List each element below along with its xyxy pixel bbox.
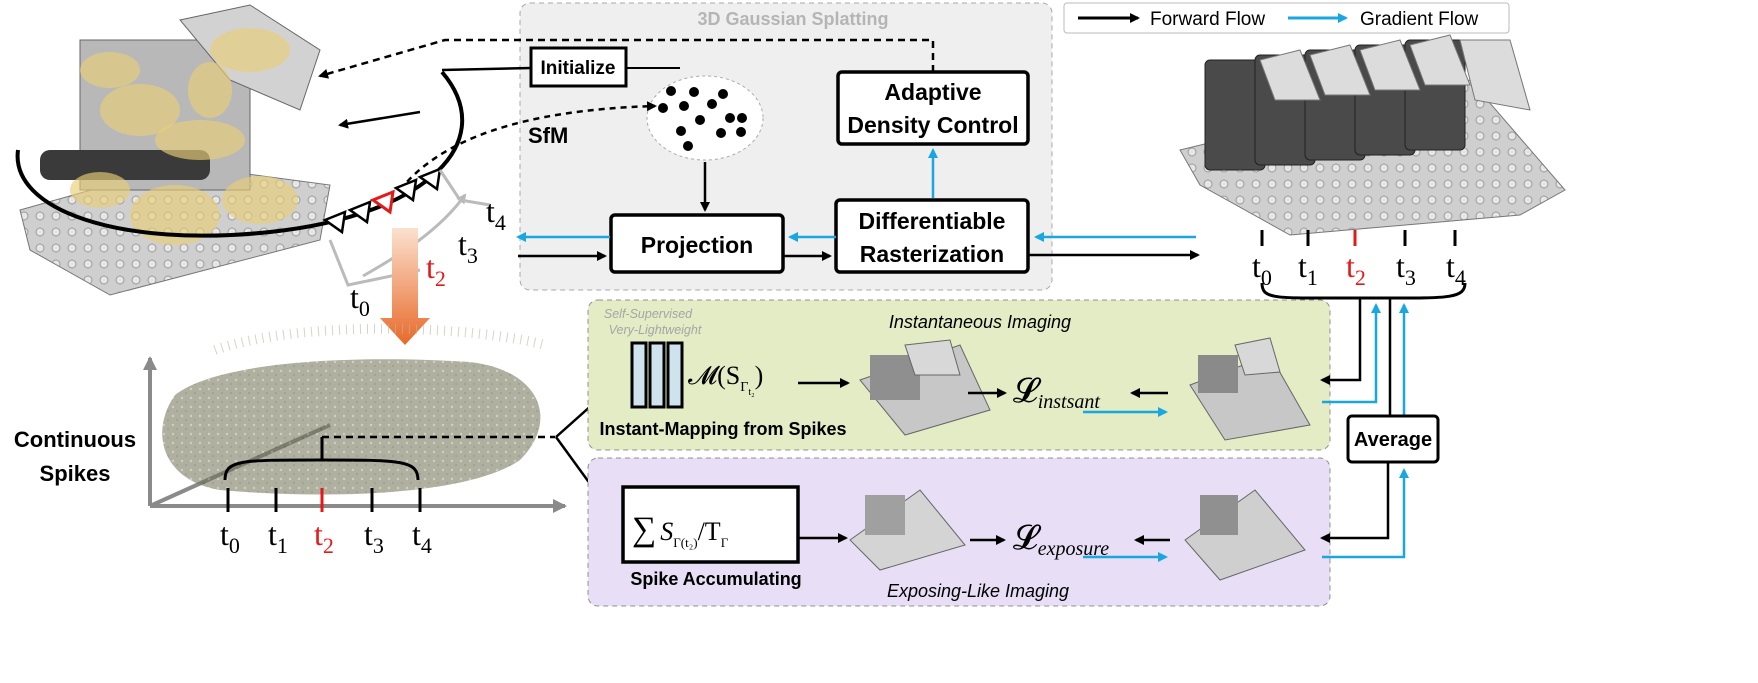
rasterization-label-line2: Rasterization (860, 241, 1004, 267)
spike-window-brace (223, 458, 420, 481)
projection-label: Projection (641, 232, 753, 258)
spike-cloud (162, 359, 541, 495)
camera-frusta (322, 167, 442, 235)
render-buckets (1259, 34, 1531, 111)
lightweight-tag-line1: Self-Supervised (604, 307, 693, 321)
point-cloud-points (658, 86, 747, 151)
accumulation-formula: ∑SΓ(t₂)/TΓ (632, 511, 729, 550)
scene-gaussians (70, 28, 298, 245)
gaussian-splatting-panel: 3D Gaussian Splatting Initialize SfM Ada… (519, 2, 1053, 291)
adaptive-label-line1: Adaptive (884, 79, 981, 105)
gradient-flow-label: Gradient Flow (1360, 9, 1479, 30)
instant-panel-title: Instantaneous Imaging (889, 312, 1071, 332)
spikes-label-line2: Spikes (40, 461, 111, 486)
cam-t3: t3 (458, 226, 478, 268)
instant-mapping-label: Instant-Mapping from Spikes (599, 419, 846, 439)
render-t4: t4 (1446, 248, 1466, 290)
time-arc-gray (362, 193, 467, 278)
cam-t0: t0 (350, 279, 370, 321)
camera-trajectory-arc (15, 70, 464, 238)
exposure-panel-title: Exposing-Like Imaging (887, 581, 1069, 601)
instant-loss: 𝓛instsant (1013, 373, 1100, 413)
spikes-label-line1: Continuous (14, 427, 136, 452)
exposure-image (849, 489, 966, 571)
time-bracket-gray-2 (438, 169, 491, 207)
exposure-panel: ∑SΓ(t₂)/TΓ Spike Accumulating 𝓛exposure … (587, 457, 1331, 607)
adaptive-label-line2: Density Control (847, 112, 1018, 138)
sfm-dashed-arrow (399, 101, 657, 191)
camera-frustum-t2 (369, 189, 395, 215)
projection-box (609, 213, 785, 274)
legend-box (1063, 2, 1510, 34)
spike-t3: t3 (364, 516, 384, 558)
cam-t2: t2 (426, 249, 446, 291)
spike-t1: t1 (268, 516, 288, 558)
point-cloud-ellipse (646, 75, 764, 161)
render-t0: t0 (1252, 248, 1272, 290)
instant-formula: 𝓜(SΓt₂) (688, 361, 763, 398)
camera-time-labels: t0 t1 t2 t3 t4 (350, 193, 506, 321)
sfm-label: SfM (528, 123, 568, 148)
spike-time-labels: t0 t1 t2 t3 t4 (220, 516, 432, 558)
render-ticks (1260, 230, 1457, 246)
rasterization-label-line1: Differentiable (859, 208, 1006, 234)
spike-t0: t0 (220, 516, 240, 558)
instant-panel: Self-Supervised Very-Lightweight Instant… (587, 299, 1331, 451)
initialize-label: Initialize (541, 58, 616, 79)
gs-panel-title: 3D Gaussian Splatting (697, 9, 888, 29)
render-t2: t2 (1346, 248, 1366, 290)
spike-t2: t2 (314, 516, 334, 558)
scene-track (40, 150, 210, 180)
initialize-to-scene-line (441, 66, 532, 72)
legend: Forward Flow Gradient Flow (1063, 2, 1510, 34)
exposure-render-image (1184, 489, 1306, 581)
lightweight-tag-line2: Very-Lightweight (609, 323, 702, 337)
spike-t4: t4 (412, 516, 432, 558)
average-to-exposure-arrow (1320, 462, 1390, 543)
mapping-network-icon (630, 341, 684, 409)
instant-render-image (1189, 337, 1311, 441)
rendered-sequence-image (1179, 34, 1566, 246)
forward-flow-label: Forward Flow (1150, 9, 1265, 30)
spike-cloud-sparse (213, 323, 547, 355)
average-label: Average (1354, 429, 1432, 451)
render-t1: t1 (1298, 248, 1318, 290)
render-time-labels: t0 t1 t2 t3 t4 (1252, 248, 1466, 290)
exposure-to-average-gradient (1322, 468, 1409, 559)
cam-t4: t4 (486, 193, 506, 235)
instant-to-render-gradient (1322, 303, 1381, 404)
spike-stream: Continuous Spikes (14, 323, 567, 513)
accumulation-label: Spike Accumulating (630, 569, 801, 589)
instant-image (859, 339, 991, 436)
average-box (1346, 414, 1440, 464)
initialize-box (529, 46, 628, 88)
trajectory-arrow (338, 110, 421, 129)
render-t3: t3 (1396, 248, 1416, 290)
lego-scene-image (15, 4, 491, 296)
spike-ticks (226, 488, 422, 512)
accumulation-box (621, 485, 800, 564)
density-feedback-arrow (318, 38, 935, 79)
orange-down-arrow (380, 228, 430, 345)
exposure-loss: 𝓛exposure (1013, 520, 1109, 560)
render-t2-to-instant-arrow (1320, 298, 1362, 385)
